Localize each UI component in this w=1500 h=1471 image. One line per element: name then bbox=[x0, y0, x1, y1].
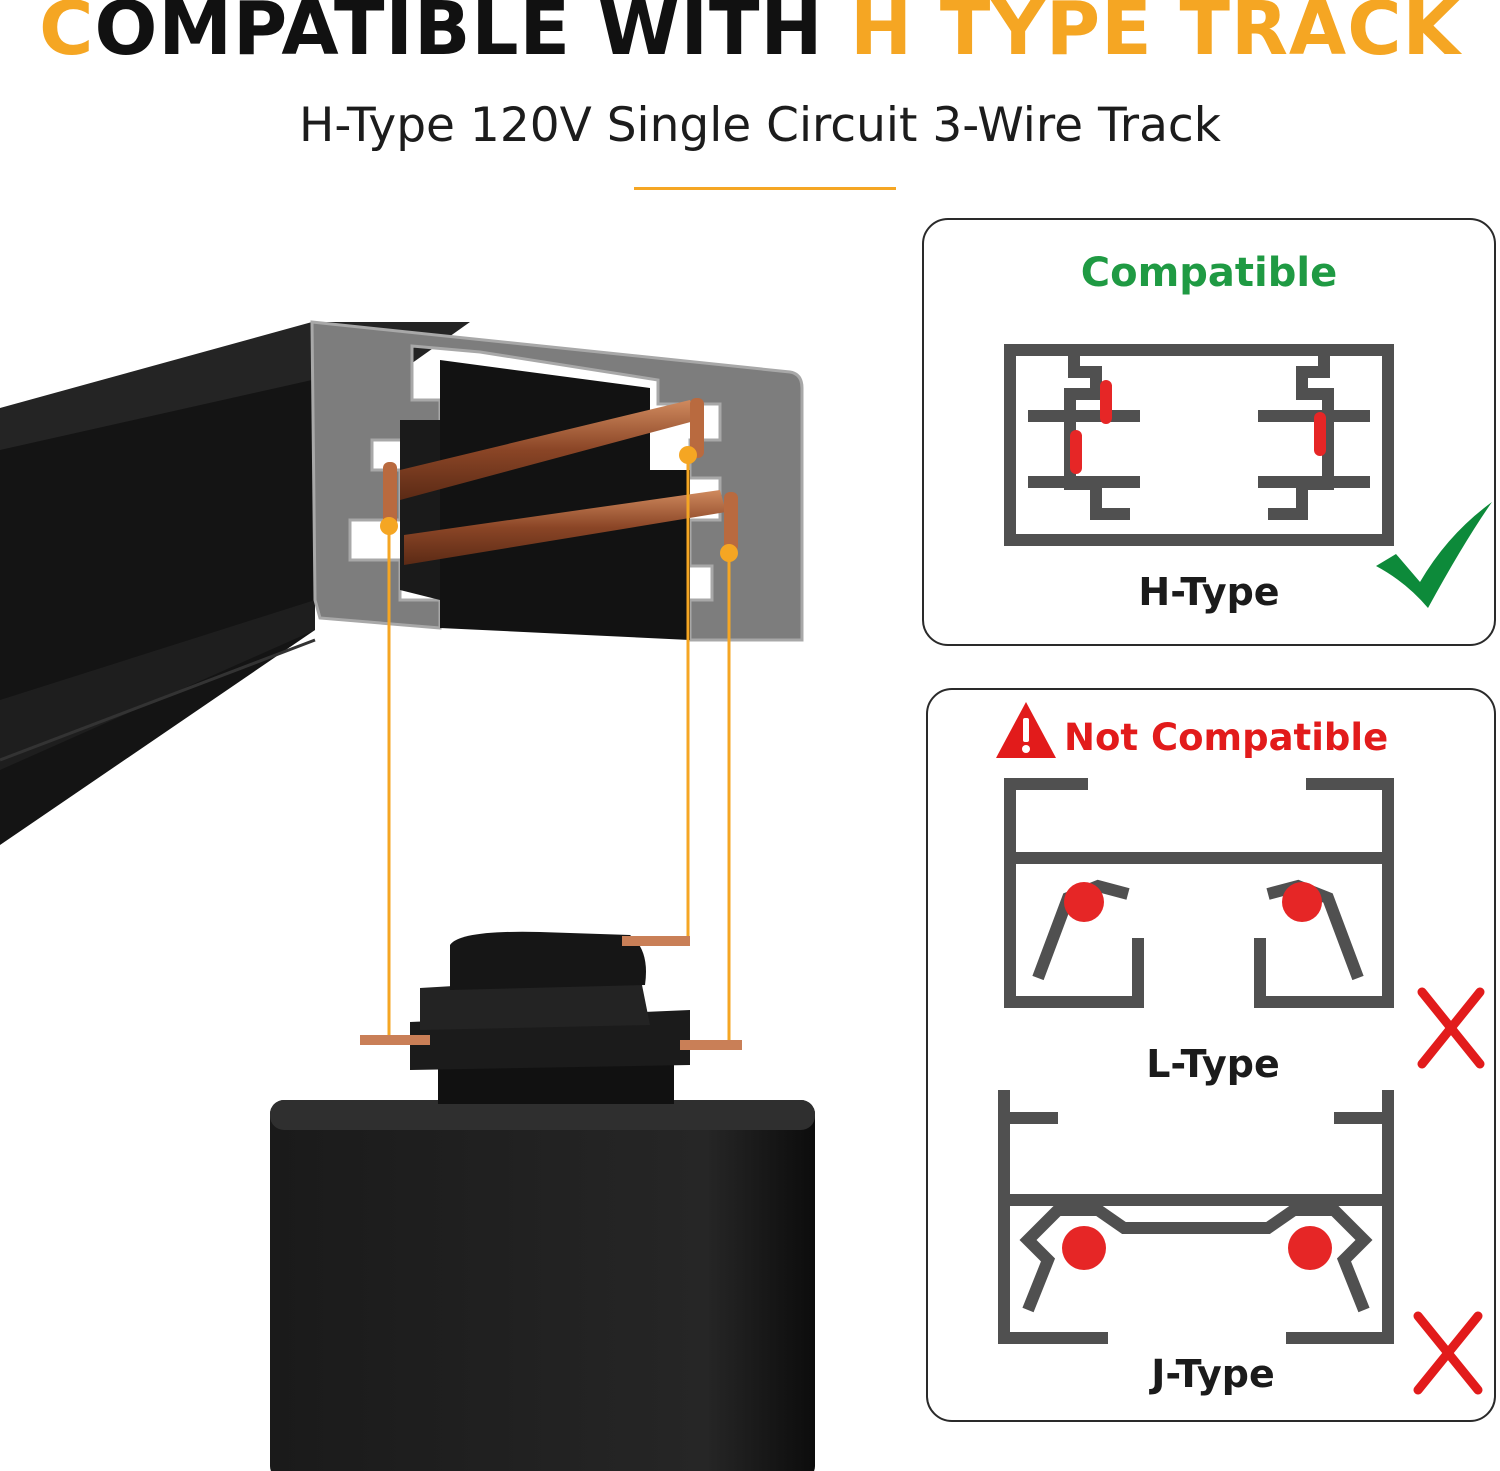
track-adapter bbox=[270, 931, 815, 1471]
h-type-track-diagram bbox=[1004, 344, 1394, 546]
warning-triangle-icon bbox=[996, 702, 1056, 758]
x-mark-icon bbox=[1413, 1311, 1483, 1395]
title-accent: H TYPE TRACK bbox=[850, 0, 1461, 72]
contact-points bbox=[380, 446, 738, 562]
x-mark-icon bbox=[1417, 987, 1485, 1069]
checkmark-icon bbox=[1376, 502, 1492, 608]
title-lead: OMPATIBLE WITH bbox=[94, 0, 824, 72]
track-rail bbox=[0, 320, 804, 845]
not-compatible-panel: Not Compatible L-Type J-Type bbox=[926, 688, 1496, 1422]
j-type-label: J-Type bbox=[1151, 1352, 1275, 1396]
page-title: COMPATIBLE WITH H TYPE TRACK bbox=[0, 0, 1500, 72]
track-adapter-illustration bbox=[0, 320, 815, 1471]
alignment-guides bbox=[387, 455, 731, 1040]
compatible-panel: Compatible H-Type bbox=[922, 218, 1496, 646]
title-divider bbox=[634, 187, 896, 190]
copper-conductors bbox=[383, 398, 738, 565]
compatible-heading: Compatible bbox=[1080, 250, 1338, 296]
l-type-track-diagram bbox=[1004, 778, 1394, 1008]
not-compatible-heading: Not Compatible bbox=[1064, 716, 1389, 759]
l-type-label: L-Type bbox=[1146, 1042, 1280, 1086]
page-subtitle: H-Type 120V Single Circuit 3-Wire Track bbox=[299, 98, 1221, 153]
h-type-label: H-Type bbox=[1138, 570, 1280, 614]
j-type-track-diagram bbox=[998, 1090, 1394, 1344]
